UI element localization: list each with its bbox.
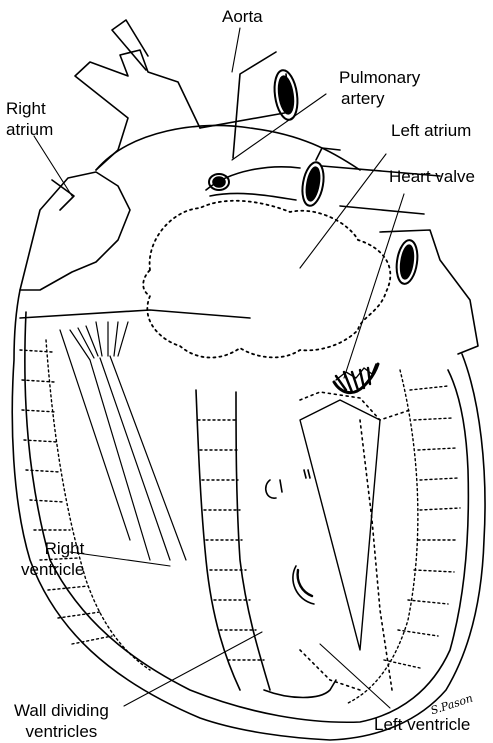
label-aorta-text: Aorta: [222, 7, 263, 26]
label-aorta: Aorta: [222, 6, 263, 27]
label-left-atrium: Left atrium: [391, 120, 471, 141]
chordae-tendineae: [60, 322, 186, 560]
label-right-atrium: Right atrium: [6, 98, 53, 140]
leader-heart-valve: [344, 194, 404, 378]
label-heart-valve: Heart valve: [389, 166, 475, 187]
label-right-atrium-line2: atrium: [6, 120, 53, 139]
right-ventricle-wall: [20, 340, 150, 670]
label-wall-dividing-line2: ventricles: [25, 722, 97, 741]
label-pulmonary-artery-line2: artery: [339, 89, 384, 108]
label-wall-dividing-ventricles: Wall dividing ventricles: [14, 700, 109, 742]
label-left-ventricle: Left ventricle: [374, 714, 470, 735]
septum: [196, 390, 336, 698]
label-left-atrium-text: Left atrium: [391, 121, 471, 140]
leader-right-ventricle: [70, 552, 170, 566]
right-atrium-shape: [20, 172, 130, 290]
papillary-marks: [266, 470, 314, 604]
leader-wall-dividing: [124, 632, 262, 706]
label-heart-valve-text: Heart valve: [389, 167, 475, 186]
heart-outline: [12, 125, 485, 740]
label-right-atrium-line1: Right: [6, 99, 46, 118]
label-right-ventricle-line2: ventricle: [21, 560, 84, 579]
label-left-ventricle-text: Left ventricle: [374, 715, 470, 734]
left-ventricle-region: [300, 392, 410, 690]
label-pulmonary-artery-line1: Pulmonary: [339, 68, 420, 87]
left-atrium-region: [143, 201, 390, 358]
label-pulmonary-artery: Pulmonary artery: [339, 67, 420, 109]
leader-right-atrium: [34, 136, 72, 196]
label-right-ventricle: Right ventricle: [21, 538, 84, 580]
leader-aorta: [232, 28, 240, 72]
left-ventricle-wall: [346, 370, 460, 704]
leader-left-ventricle: [320, 644, 390, 708]
label-wall-dividing-line1: Wall dividing: [14, 701, 109, 720]
aorta-vessels: [75, 20, 300, 170]
label-right-ventricle-line1: Right: [45, 539, 85, 558]
